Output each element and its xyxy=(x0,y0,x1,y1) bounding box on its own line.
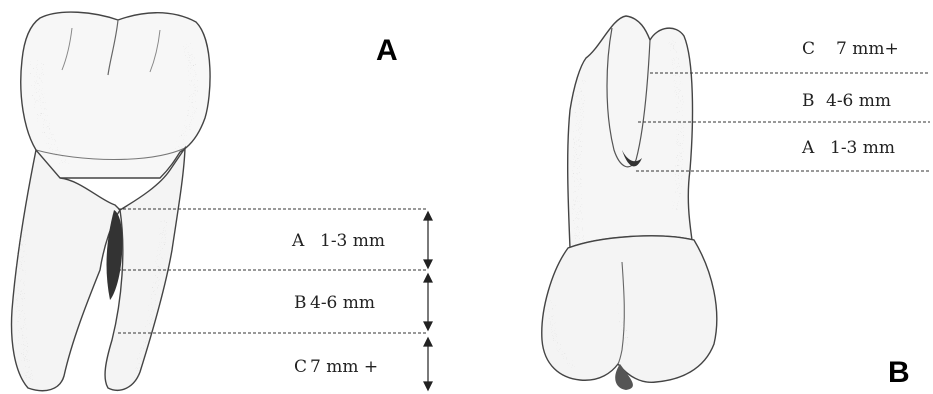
zone-b-letter-a: A xyxy=(801,138,815,158)
panel-a-label: A xyxy=(376,34,398,67)
zone-b-range-c: 7 mm+ xyxy=(836,39,899,59)
tooth-a-arrows xyxy=(424,212,432,390)
zone-b-letter-c: C xyxy=(802,39,815,59)
zone-a-letter-a: A xyxy=(291,231,305,251)
zone-a-letter-c: C xyxy=(294,357,307,377)
zone-a-letter-b: B xyxy=(294,293,307,313)
zone-a-range-b: 4-6 mm xyxy=(310,293,375,313)
panel-b-label: B xyxy=(888,356,910,389)
zone-a-range-a: 1-3 mm xyxy=(320,231,385,251)
tooth-b-drawing xyxy=(542,16,717,390)
zone-b-letter-b: B xyxy=(802,91,815,111)
tooth-a-drawing xyxy=(12,12,211,391)
zone-b-range-a: 1-3 mm xyxy=(830,138,895,158)
zone-a-range-c: 7 mm + xyxy=(310,357,378,377)
zone-b-range-b: 4-6 mm xyxy=(826,91,891,111)
